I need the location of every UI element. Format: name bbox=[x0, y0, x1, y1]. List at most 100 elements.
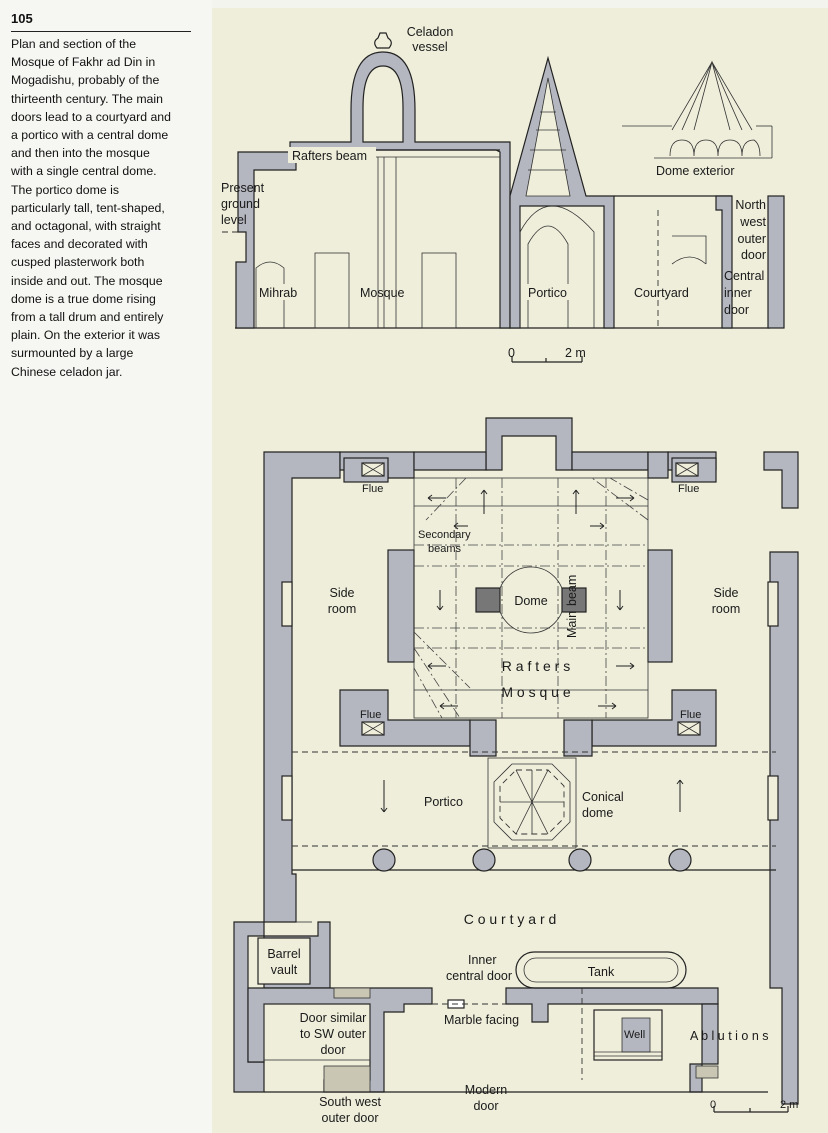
caption-line: inside and out. The mosque bbox=[11, 273, 163, 288]
label-side-room-east: Side bbox=[713, 586, 738, 600]
label-conical-dome: dome bbox=[582, 806, 613, 820]
plan-labels: Flue Flue Flue Flue Secondary beams Dome… bbox=[267, 483, 798, 1125]
caption-line: Chinese celadon jar. bbox=[11, 364, 123, 379]
north-west-wall bbox=[715, 195, 733, 329]
caption-line: and then into the mosque bbox=[11, 146, 150, 161]
portico-window-w bbox=[281, 775, 293, 821]
caption-line: Mogadishu, probably of the bbox=[11, 73, 160, 88]
conical-dome-bay bbox=[487, 757, 577, 849]
arrow bbox=[616, 662, 635, 670]
barrel-vault-room bbox=[257, 937, 311, 985]
north-wall-right bbox=[647, 451, 669, 479]
mosque-dome-interior bbox=[362, 65, 404, 143]
conical-dome-octagon-inner bbox=[499, 769, 565, 835]
caption-line: doors lead to a courtyard and bbox=[11, 109, 171, 124]
arrow bbox=[590, 522, 605, 530]
label-barrel-vault: Barrel bbox=[267, 947, 300, 961]
label-door-similar: door bbox=[320, 1043, 345, 1057]
dome-exterior-cusps bbox=[669, 139, 761, 157]
label-ablutions: A b l u t i o n s bbox=[690, 1029, 769, 1043]
flue-cross bbox=[361, 721, 701, 736]
label-side-room-west: room bbox=[328, 602, 356, 616]
scale-two-m: 2 m bbox=[565, 346, 586, 360]
arrow bbox=[480, 489, 488, 514]
hatched-threshold bbox=[333, 987, 371, 999]
ablution-door-threshold bbox=[695, 1065, 719, 1079]
dome-exterior-cone bbox=[671, 61, 753, 131]
label-side-room-east: room bbox=[712, 602, 740, 616]
label-main-beam: beam bbox=[565, 575, 579, 606]
sw-outer-door-threshold bbox=[323, 1065, 371, 1093]
label-sw-outer-door: South west bbox=[319, 1095, 381, 1109]
portico-arch-outer bbox=[519, 205, 595, 328]
label-marble-facing: Marble facing bbox=[444, 1013, 519, 1027]
label-door-similar: to SW outer bbox=[300, 1027, 366, 1041]
door-jamb-e bbox=[563, 719, 593, 757]
section-drawing bbox=[222, 32, 785, 363]
east-window bbox=[767, 581, 779, 627]
label-mihrab: Mihrab bbox=[259, 286, 297, 300]
label-backdrop bbox=[525, 284, 573, 300]
courtyard-door bbox=[671, 235, 707, 265]
caption-line: particularly tall, tent-shaped, bbox=[11, 200, 165, 215]
caption-line: dome is a true dome rising bbox=[11, 291, 156, 306]
dome-exterior-ribs bbox=[681, 60, 743, 131]
diagonal-beams bbox=[413, 477, 649, 719]
label-celadon: Celadon bbox=[407, 25, 454, 39]
conical-dome-octagon bbox=[493, 763, 571, 841]
south-wall-center bbox=[505, 987, 719, 1023]
label-celadon: vessel bbox=[412, 40, 447, 54]
well-shaft bbox=[621, 1017, 651, 1053]
label-side-room-west: Side bbox=[329, 586, 354, 600]
east-inner-wall bbox=[647, 549, 673, 663]
label-backdrop bbox=[508, 590, 554, 608]
label-flue: Flue bbox=[678, 483, 699, 495]
arrow bbox=[572, 489, 580, 514]
label-present-ground: Present bbox=[221, 181, 265, 195]
figure-caption: Plan and section of the Mosque of Fakhr … bbox=[11, 35, 201, 381]
portico-pillar bbox=[568, 848, 592, 872]
arrow bbox=[616, 590, 624, 611]
caption-line: The portico dome is bbox=[11, 182, 119, 197]
label-present-ground: ground bbox=[221, 197, 260, 211]
scale-two-m: 2 m bbox=[780, 1099, 798, 1111]
label-main-beam: Main bbox=[565, 611, 579, 638]
flue-cross bbox=[361, 462, 699, 477]
figure-number: 105 bbox=[11, 11, 33, 26]
portico-arch bbox=[527, 225, 569, 328]
ne-corner-wall bbox=[763, 451, 799, 509]
caption-line: thirteenth century. The main bbox=[11, 91, 163, 106]
label-central-inner: Central bbox=[724, 269, 764, 283]
label-present-ground: level bbox=[221, 213, 247, 227]
label-portico: Portico bbox=[528, 286, 567, 300]
arrow bbox=[436, 590, 444, 611]
well-steps bbox=[594, 1051, 662, 1057]
sw-room bbox=[263, 1003, 371, 1061]
label-mosque: Mosque bbox=[360, 286, 405, 300]
arrow bbox=[616, 494, 635, 502]
label-conical-dome: Conical bbox=[582, 790, 624, 804]
label-courtyard: C o u r t y a r d bbox=[464, 911, 557, 927]
well-enclosure bbox=[593, 1009, 663, 1061]
mosque-hall bbox=[413, 477, 649, 719]
caption-line: from a tall drum and entirely bbox=[11, 310, 164, 325]
caption-line: Mosque of Fakhr ad Din in bbox=[11, 55, 156, 70]
label-inner-central-door: Inner bbox=[468, 953, 497, 967]
label-barrel-vault: vault bbox=[271, 963, 298, 977]
label-north-west: west bbox=[739, 215, 766, 229]
qibla-niche-wall bbox=[485, 417, 573, 471]
portico-arrow bbox=[380, 780, 388, 813]
west-inner-wall bbox=[387, 549, 415, 663]
tank-outer bbox=[515, 951, 687, 989]
label-north-west: North bbox=[735, 198, 766, 212]
plan-scale-bar bbox=[713, 1106, 789, 1113]
celadon-vessel-shape bbox=[374, 32, 392, 49]
conical-dome-ribs bbox=[500, 769, 564, 835]
label-central-inner: door bbox=[724, 303, 749, 317]
label-dome: Dome bbox=[514, 594, 547, 608]
label-sw-outer-door: outer door bbox=[322, 1111, 379, 1125]
portico-pillar bbox=[472, 848, 496, 872]
portico-arrow bbox=[676, 779, 684, 812]
label-door-similar: Door similar bbox=[300, 1011, 367, 1025]
label-secondary-beams: beams bbox=[428, 543, 462, 555]
